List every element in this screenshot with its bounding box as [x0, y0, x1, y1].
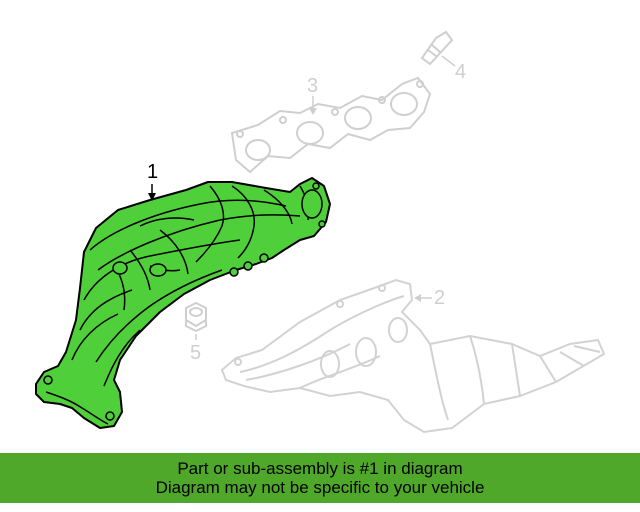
banner-line-2: Diagram may not be specific to your vehi… [155, 478, 485, 497]
callout-label-4: 4 [455, 61, 467, 83]
converter-manifold-part-2 [220, 278, 606, 434]
banner-line-1: Part or sub-assembly is #1 in diagram [177, 459, 463, 478]
info-banner: Part or sub-assembly is #1 in diagram Di… [0, 453, 640, 503]
callout-label-1: 1 [147, 161, 159, 183]
callout-label-5: 5 [190, 342, 202, 364]
nut-part-5 [185, 301, 207, 333]
parts-diagram [35, 30, 606, 434]
stud-part-4 [420, 30, 454, 66]
callout-label-2: 2 [434, 287, 446, 309]
exhaust-manifold-part-1 [35, 177, 331, 429]
callout-label-3: 3 [307, 75, 319, 97]
gasket-part-3 [230, 76, 432, 174]
